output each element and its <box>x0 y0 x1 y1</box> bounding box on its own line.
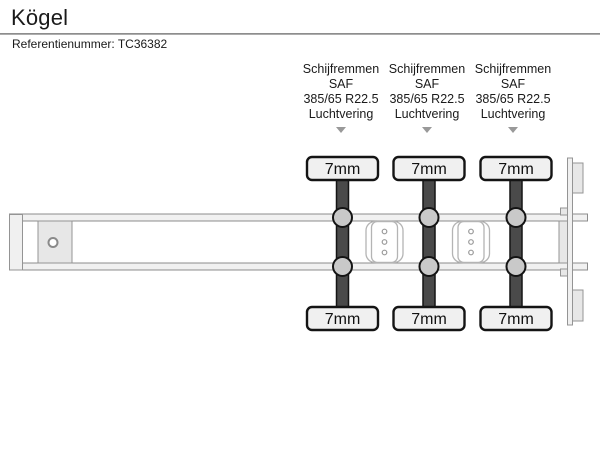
axle-beam <box>422 178 436 309</box>
kingpin <box>47 237 59 248</box>
rear-bumper-bar <box>567 157 573 326</box>
front-end <box>9 214 73 271</box>
rear-light-top <box>572 162 584 194</box>
crossmember-1 <box>365 220 404 264</box>
bolt-hole <box>381 249 388 256</box>
tyre-size-label: 385/65 R22.5 <box>303 92 379 106</box>
axle-2-specs: Schijfremmen SAF 385/65 R22.5 Luchtverin… <box>383 62 471 133</box>
chevron-down-icon <box>422 127 432 133</box>
rear-light-bottom <box>572 289 584 322</box>
wheel-hub <box>332 256 353 277</box>
wheel-hub <box>505 256 527 277</box>
crossmember-2 <box>451 220 491 264</box>
tread-depth-box <box>392 305 466 332</box>
axle-2: 7mm 7mm <box>392 155 466 332</box>
brake-type-label: Schijfremmen <box>474 62 552 76</box>
bolt-hole <box>381 228 388 235</box>
tread-depth-value: 7mm <box>325 161 361 178</box>
tread-depth-box <box>479 155 553 182</box>
rear-end <box>558 157 584 326</box>
reference-number: Referentienummer: TC36382 <box>12 37 168 51</box>
tread-depth-box <box>479 305 553 332</box>
wheel-hub <box>505 207 527 228</box>
chassis-frame <box>9 213 588 271</box>
front-crossmember <box>9 214 23 271</box>
tread-depth-value: 7mm <box>498 161 534 178</box>
bolt-hole <box>468 239 474 245</box>
rear-bracket-top <box>560 207 569 216</box>
wheel-hub <box>418 207 440 228</box>
bolt-hole <box>381 239 388 245</box>
axle-3-specs: Schijfremmen SAF 385/65 R22.5 Luchtverin… <box>469 62 557 133</box>
chevron-down-icon <box>508 127 518 133</box>
wheel-hub <box>332 207 353 228</box>
tread-depth-value: 7mm <box>411 311 447 328</box>
axle-1-specs: Schijfremmen SAF 385/65 R22.5 Luchtverin… <box>297 62 385 133</box>
axle-beam <box>509 178 523 309</box>
tread-depth-value: 7mm <box>498 311 534 328</box>
bolt-hole <box>468 249 474 256</box>
axle-brand-label: SAF <box>500 77 526 91</box>
brake-type-label: Schijfremmen <box>388 62 466 76</box>
tyre-size-label: 385/65 R22.5 <box>389 92 465 106</box>
axle-3: 7mm 7mm <box>479 155 553 332</box>
axle-beam <box>335 178 350 309</box>
chassis-rail-bottom <box>9 262 588 271</box>
chassis-rail-top <box>9 213 588 222</box>
page-title: Kögel <box>11 5 69 30</box>
tread-depth-box <box>305 155 380 182</box>
suspension-label: Luchtvering <box>308 107 374 121</box>
tread-depth-box <box>305 305 380 332</box>
chevron-down-icon <box>336 127 346 133</box>
tread-depth-box <box>392 155 466 182</box>
wheel-hub <box>418 256 440 277</box>
bolt-hole <box>468 228 474 235</box>
suspension-label: Luchtvering <box>394 107 460 121</box>
tread-depth-value: 7mm <box>411 161 447 178</box>
suspension-label: Luchtvering <box>480 107 546 121</box>
axle-1: 7mm 7mm <box>305 155 380 332</box>
axle-brand-label: SAF <box>328 77 354 91</box>
rear-bracket-bottom <box>560 268 569 277</box>
header-divider <box>0 33 600 35</box>
tread-depth-value: 7mm <box>325 311 361 328</box>
brake-type-label: Schijfremmen <box>302 62 380 76</box>
axle-brand-label: SAF <box>414 77 440 91</box>
tyre-size-label: 385/65 R22.5 <box>475 92 551 106</box>
